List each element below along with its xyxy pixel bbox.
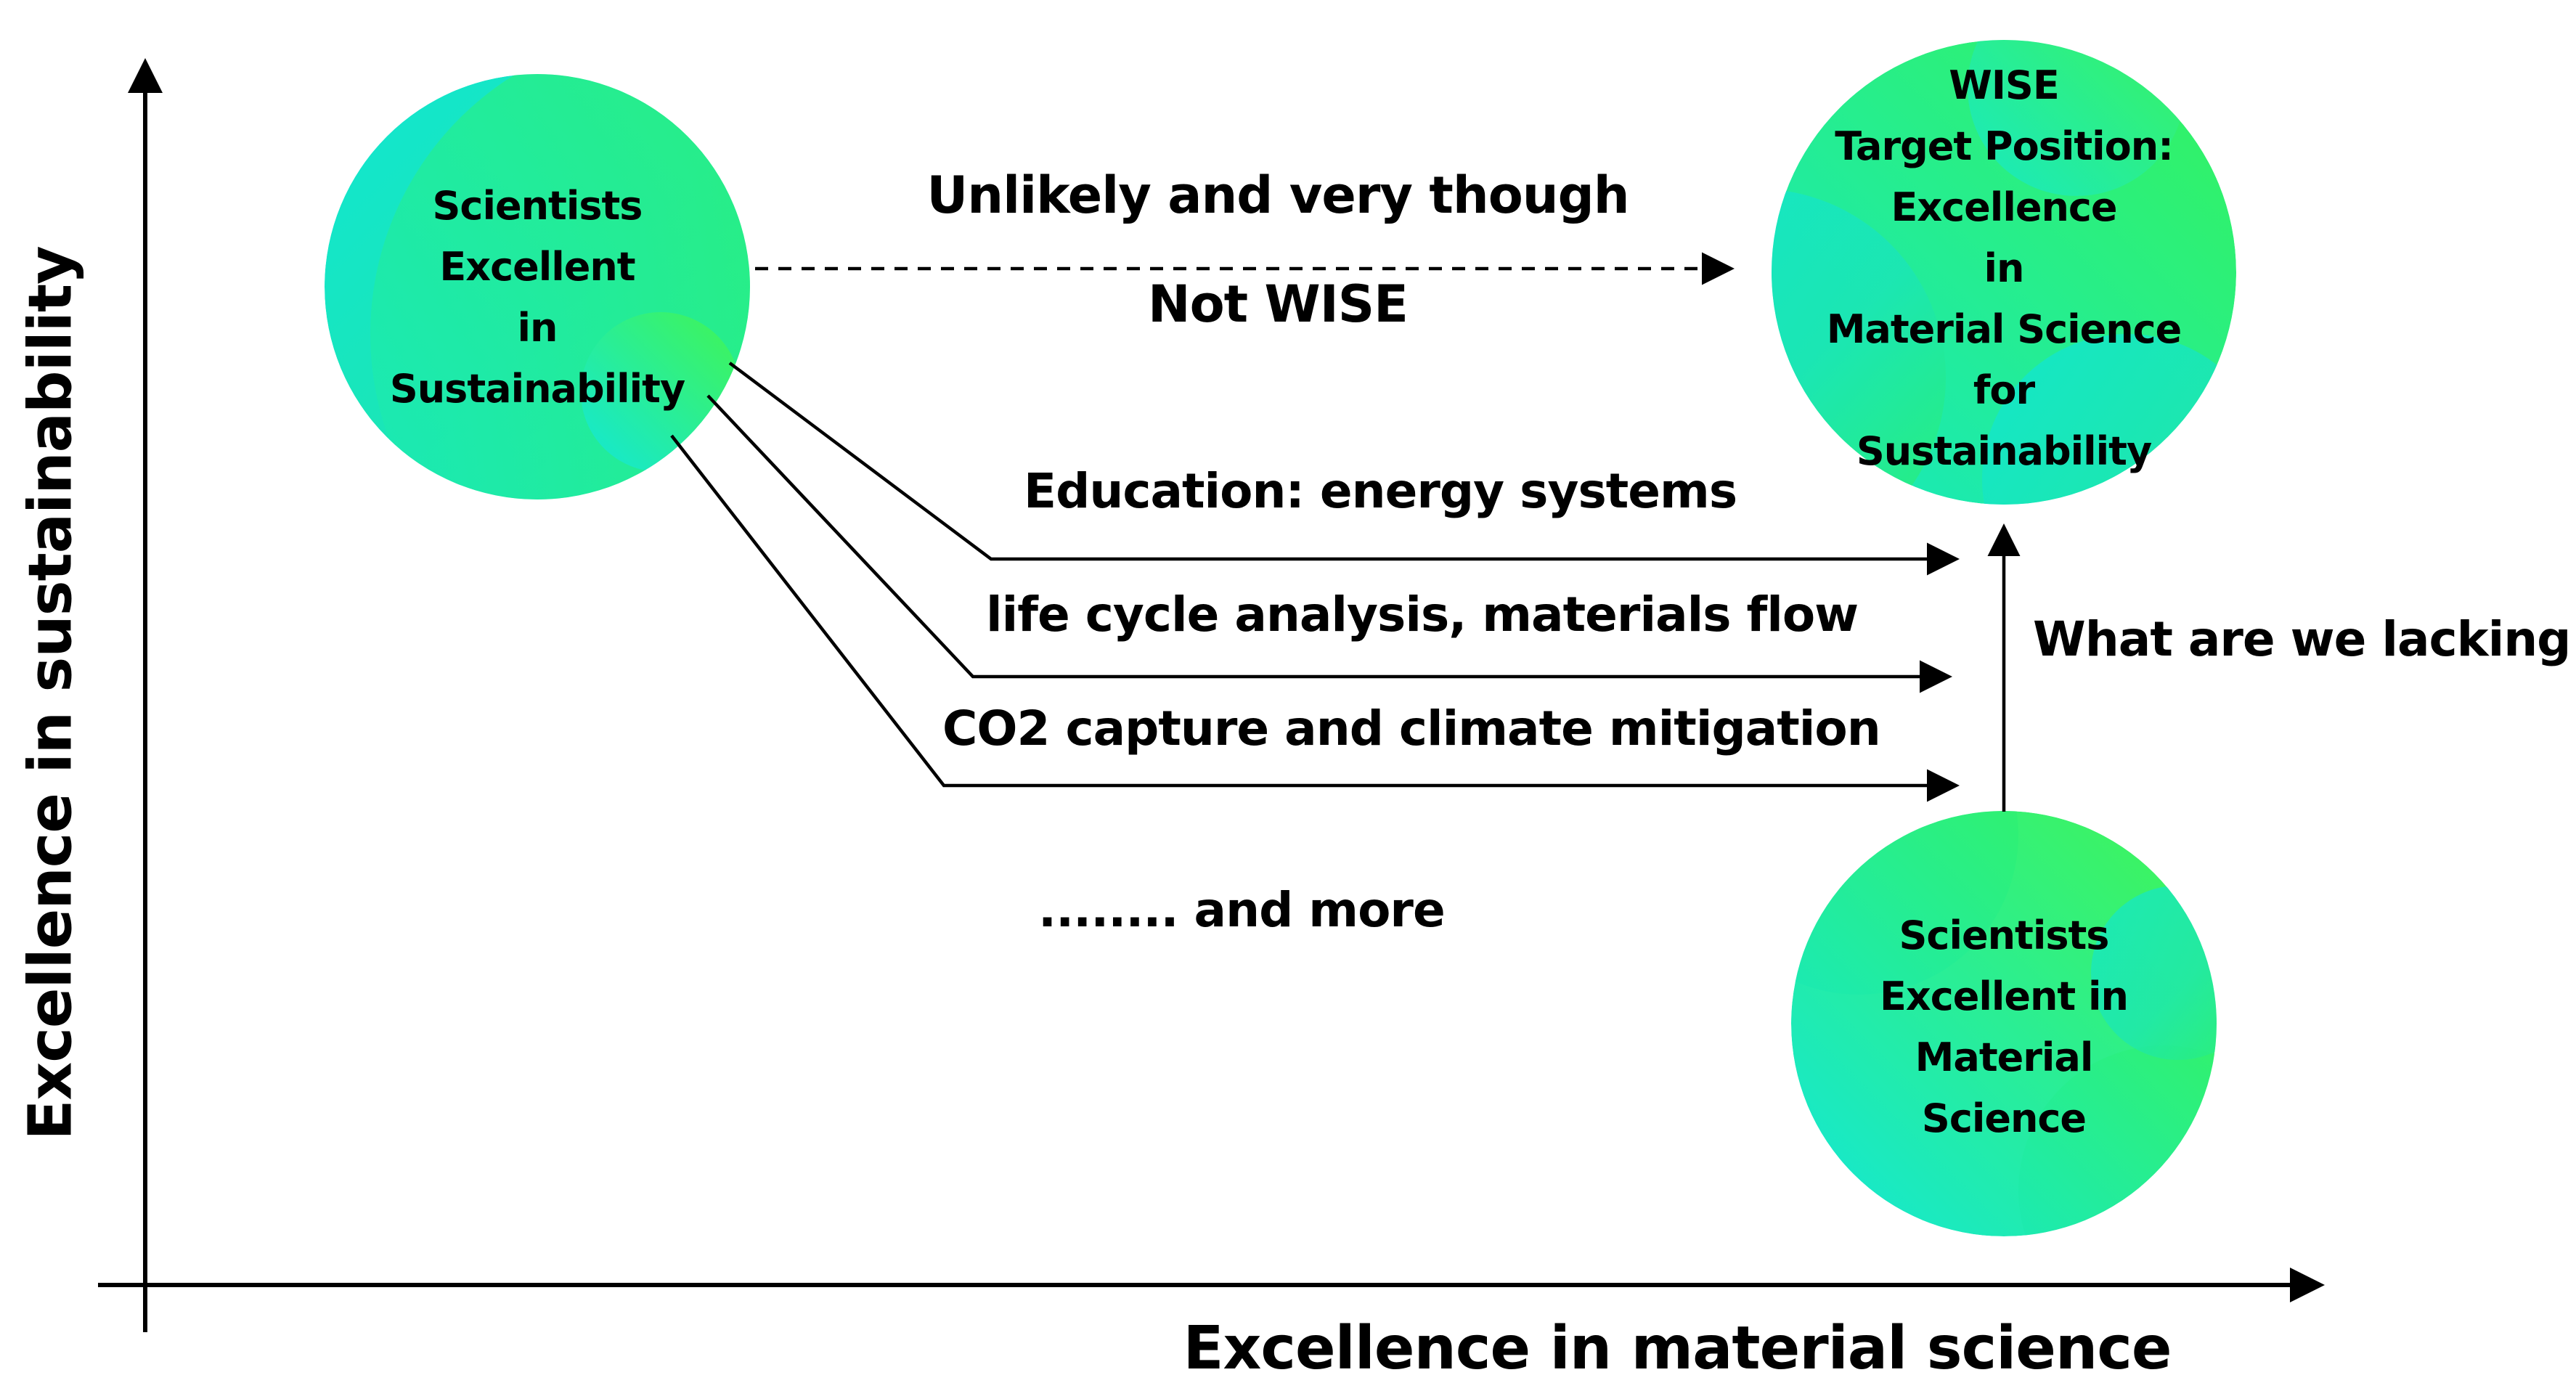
node-line: in <box>517 305 558 351</box>
x-axis-title: Excellence in material science <box>1183 1314 2172 1383</box>
path-co2-line <box>670 434 1960 802</box>
node-line: Sustainability <box>1856 428 2152 474</box>
path-co2-label: CO2 capture and climate mitigation <box>942 701 1881 756</box>
node-line: WISE <box>1949 62 2059 108</box>
node-line: Excellent <box>439 244 635 290</box>
node-line: for <box>1973 367 2035 413</box>
and-more-label: ........ and more <box>1038 882 1446 938</box>
node-line: Material <box>1915 1035 2094 1080</box>
y-axis-title: Excellence in sustainability <box>16 246 86 1141</box>
lacking-label: What are we lacking <box>2033 611 2571 667</box>
target-circle-text: WISE Target Position: Excellence in Mate… <box>1827 55 2182 482</box>
sustainability-circle-text: Scientists Excellent in Sustainability <box>390 176 685 420</box>
node-line: Excellence <box>1891 184 2117 230</box>
node-line: Material Science <box>1826 306 2182 352</box>
sustainability-circle <box>325 74 750 499</box>
node-line: in <box>1984 245 2025 291</box>
dashed-bottom-label: Not WISE <box>1148 274 1409 334</box>
node-line: Target Position: <box>1835 123 2174 169</box>
node-line: Sustainability <box>389 366 685 412</box>
path-lca-label: life cycle analysis, materials flow <box>986 587 1859 642</box>
dashed-top-label: Unlikely and very though <box>926 166 1629 225</box>
path-lca-line <box>706 394 1952 693</box>
node-line: Scientists <box>432 183 643 229</box>
path-education-label: Education: energy systems <box>1024 463 1737 519</box>
material-circle-text: Scientists Excellent in Material Science <box>1879 905 2129 1149</box>
node-line: Scientists <box>1899 913 2110 958</box>
node-line: Excellent in <box>1879 974 2129 1019</box>
path-education-line <box>728 362 1960 576</box>
node-line: Science <box>1921 1096 2087 1141</box>
